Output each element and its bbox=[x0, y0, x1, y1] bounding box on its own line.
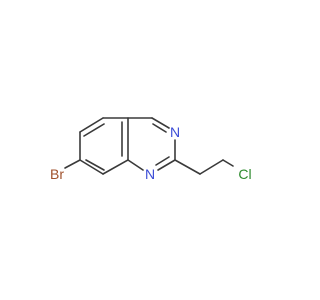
bond-n1-c8a bbox=[127, 159, 144, 171]
bond-c5-c6 bbox=[79, 117, 104, 133]
bond-c4-n3-inner bbox=[152, 123, 167, 133]
bond-c7-c8-inner bbox=[85, 159, 105, 171]
bond-ch2-cl bbox=[222, 159, 234, 167]
bond-c7-c8 bbox=[79, 159, 104, 175]
atom-n1-label: N bbox=[145, 166, 155, 182]
atom-n3-label: N bbox=[170, 124, 180, 140]
bond-c5-c6-inner bbox=[83, 123, 105, 137]
bond-c4-n3 bbox=[151, 117, 170, 129]
bond-c2-n1-inner bbox=[155, 156, 170, 166]
bond-c7-br bbox=[64, 159, 81, 169]
bond-c2-ch2 bbox=[174, 159, 201, 175]
bond-ch2-ch2 bbox=[199, 159, 224, 175]
bond-c8-c8a bbox=[102, 159, 129, 175]
atom-br-label: Br bbox=[50, 166, 64, 182]
atom-cl-label: Cl bbox=[238, 166, 251, 182]
bond-c2-n1 bbox=[157, 159, 176, 171]
chemical-structure: N N Br Cl bbox=[50, 117, 252, 182]
